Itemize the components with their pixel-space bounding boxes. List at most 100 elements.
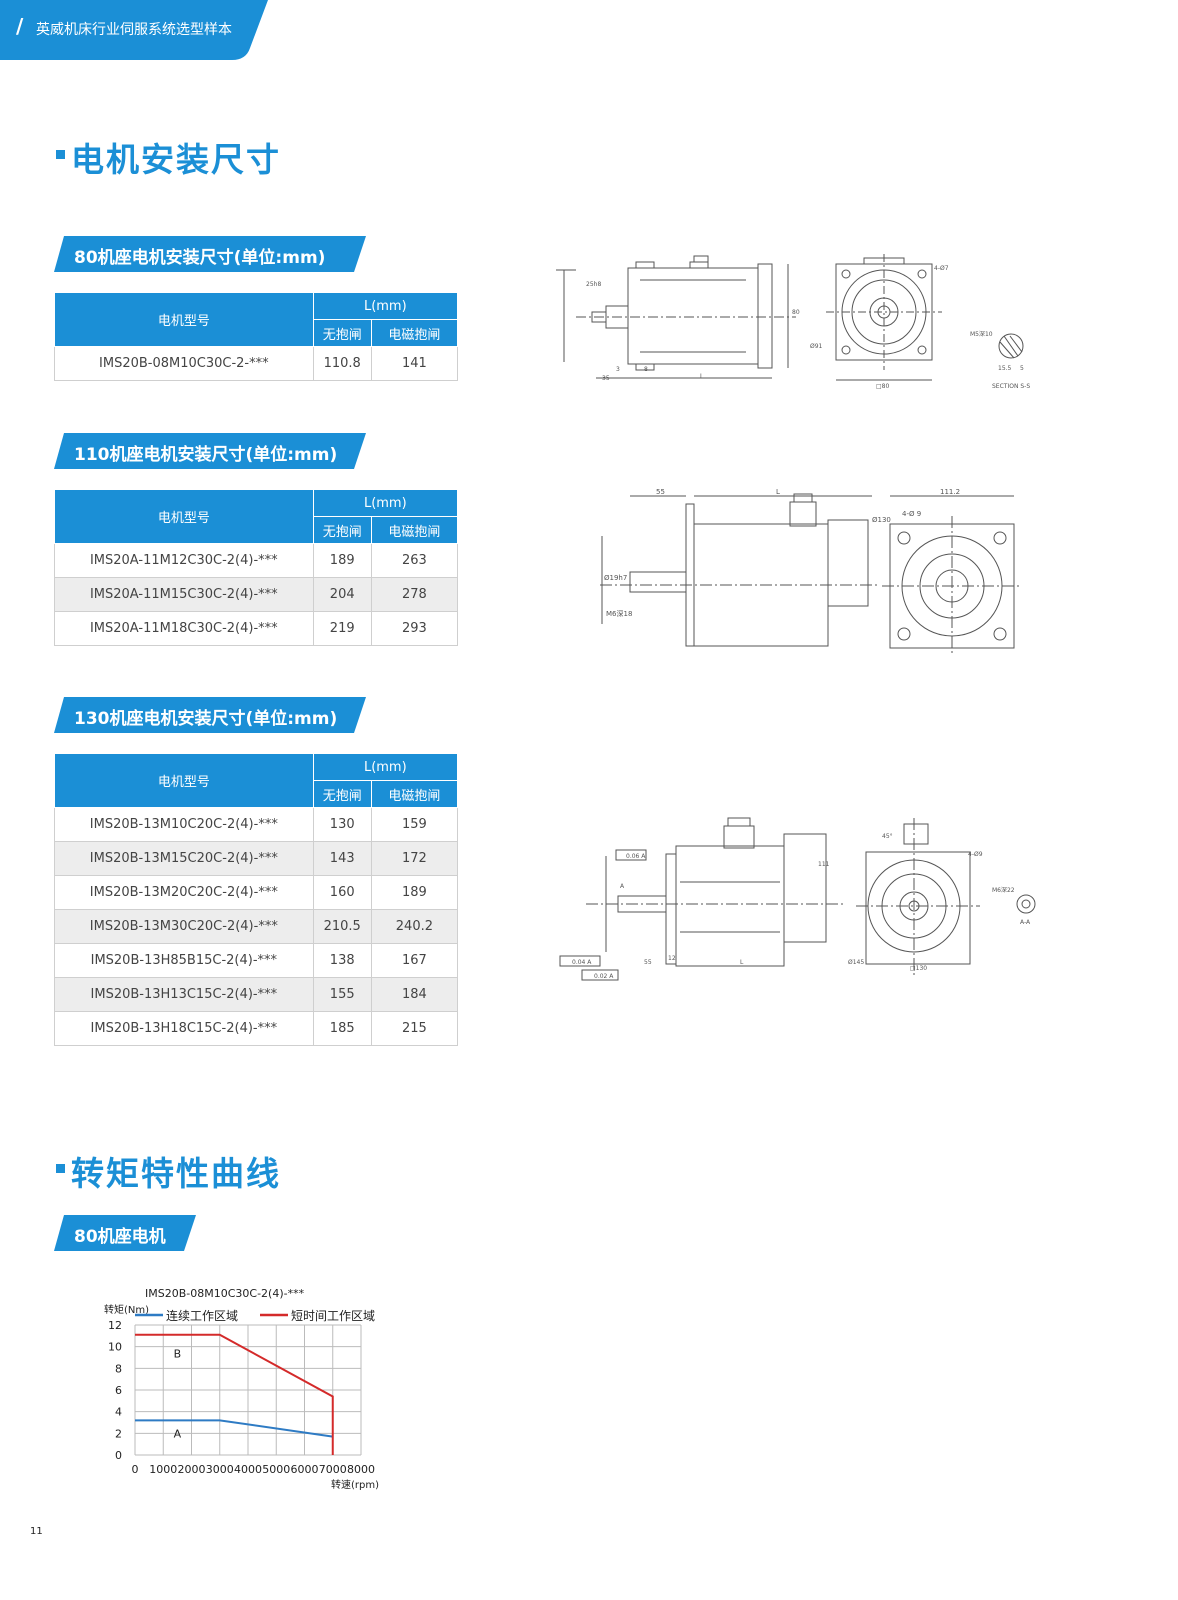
banner-torque-80 [54, 1215, 196, 1251]
cell-model: IMS20A-11M15C30C-2(4)-*** [54, 577, 314, 612]
y-tick-label: 8 [115, 1362, 122, 1375]
cell-model: IMS20A-11M18C30C-2(4)-*** [54, 611, 314, 646]
dim-label: □130 [910, 965, 927, 972]
table-80: 电机型号 L(mm) 无抱闸 电磁抱闸 IMS20B-08M10C30C-2-*… [54, 292, 459, 381]
cell-nobrake: 160 [312, 875, 372, 910]
dim-label: 0.06 A [626, 853, 646, 860]
banner-80-text: 80机座电机安装尺寸(单位:mm) [74, 248, 326, 268]
section-marker [56, 1164, 65, 1173]
col-header-nobrake: 无抱闸 [312, 516, 372, 544]
dim-label: □80 [876, 383, 889, 390]
section-title-torque: 转矩特性曲线 [71, 1154, 281, 1193]
cell-brake: 159 [370, 807, 459, 842]
table-row: IMS20B-13H85B15C-2(4)-*** 138 167 [54, 943, 459, 978]
cell-model: IMS20B-13M30C20C-2(4)-*** [54, 909, 314, 944]
dim-label: A [620, 883, 625, 890]
dim-label: Ø130 [872, 516, 891, 524]
banner-80 [54, 236, 366, 272]
dim-label: Ø91 [810, 343, 823, 350]
table-110: 电机型号 L(mm) 无抱闸 电磁抱闸 IMS20A-11M12C30C-2(4… [54, 489, 459, 646]
drawing-110-motor: 55 L 111.2 4-Ø 9 Ø130 Ø19h7 M6深18 [600, 488, 1022, 654]
cell-brake: 184 [370, 977, 459, 1012]
col-header-l: L(mm) [312, 753, 459, 781]
cell-nobrake: 130 [312, 807, 372, 842]
col-header-nobrake: 无抱闸 [312, 319, 372, 347]
y-tick-label: 10 [108, 1341, 122, 1354]
series-line-0 [135, 1419, 333, 1438]
dim-label: M5深10 [970, 330, 993, 338]
drawing-80-motor: 25h8 L 35 3 8 80 □80 4-Ø7 Ø91 M5深10 SECT… [556, 254, 1030, 390]
col-header-model: 电机型号 [54, 753, 314, 808]
table-row: IMS20A-11M12C30C-2(4)-*** 189 263 [54, 543, 459, 578]
cell-nobrake: 138 [312, 943, 372, 978]
chart-grid [134, 1324, 362, 1456]
x-tick-label: 6000 [291, 1463, 319, 1476]
table-row: IMS20A-11M18C30C-2(4)-*** 219 293 [54, 611, 459, 646]
x-tick-label: 8000 [347, 1463, 375, 1476]
y-tick-label: 12 [108, 1319, 122, 1332]
dim-label: 8 [644, 366, 648, 373]
cell-brake: 167 [370, 943, 459, 978]
col-header-model: 电机型号 [54, 489, 314, 544]
cell-brake: 189 [370, 875, 459, 910]
dim-label: Ø19h7 [604, 574, 627, 582]
cell-brake: 141 [370, 346, 459, 381]
dim-label: 111.2 [940, 488, 960, 496]
dim-label: 55 [656, 488, 665, 496]
header-slash: / [16, 14, 24, 38]
cell-model: IMS20B-13M20C20C-2(4)-*** [54, 875, 314, 910]
region-label: A [174, 1428, 182, 1441]
cell-brake: 263 [370, 543, 459, 578]
legend-label: 短时间工作区域 [291, 1309, 375, 1323]
y-tick-label: 6 [115, 1384, 122, 1397]
dim-label: 0.02 A [594, 973, 614, 980]
cell-brake: 172 [370, 841, 459, 876]
table-row: IMS20B-13M30C20C-2(4)-*** 210.5 240.2 [54, 909, 459, 944]
cell-brake: 215 [370, 1011, 459, 1046]
x-tick-label: 5000 [262, 1463, 290, 1476]
x-tick-label: 3000 [206, 1463, 234, 1476]
dim-label: 35 [602, 375, 610, 382]
dim-label: 4-Ø9 [968, 851, 983, 858]
dim-label: 15.5 [998, 365, 1012, 372]
cell-nobrake: 110.8 [312, 346, 372, 381]
table-row: IMS20B-13M20C20C-2(4)-*** 160 189 [54, 875, 459, 910]
cell-model: IMS20B-13H18C15C-2(4)-*** [54, 1011, 314, 1046]
dim-label: M6深22 [992, 886, 1015, 894]
x-tick-label: 0 [132, 1463, 139, 1476]
cell-nobrake: 219 [312, 611, 372, 646]
dim-label: 3 [616, 366, 620, 373]
cell-nobrake: 155 [312, 977, 372, 1012]
section-marker [56, 150, 65, 159]
dim-label: 45° [882, 833, 893, 840]
col-header-l: L(mm) [312, 292, 459, 320]
cell-model: IMS20B-13H13C15C-2(4)-*** [54, 977, 314, 1012]
cell-nobrake: 185 [312, 1011, 372, 1046]
banner-110-text: 110机座电机安装尺寸(单位:mm) [74, 445, 338, 465]
chart-ylabel: 转矩(Nm) [104, 1303, 149, 1316]
chart-title: IMS20B-08M10C30C-2(4)-*** [145, 1287, 305, 1300]
dim-label: 4-Ø 9 [902, 510, 921, 518]
table-row: IMS20A-11M15C30C-2(4)-*** 204 278 [54, 577, 459, 612]
table-130: 电机型号 L(mm) 无抱闸 电磁抱闸 IMS20B-13M10C20C-2(4… [54, 753, 459, 1046]
cell-brake: 240.2 [370, 909, 459, 944]
table-row: IMS20B-08M10C30C-2-*** 110.8 141 [54, 346, 459, 381]
legend-label: 连续工作区域 [166, 1308, 238, 1323]
banner-130-text: 130机座电机安装尺寸(单位:mm) [74, 709, 338, 729]
cell-nobrake: 143 [312, 841, 372, 876]
table-row: IMS20B-13H13C15C-2(4)-*** 155 184 [54, 977, 459, 1012]
col-header-model: 电机型号 [54, 292, 314, 347]
col-header-brake: 电磁抱闸 [370, 516, 459, 544]
cell-brake: 293 [370, 611, 459, 646]
table-row: IMS20B-13M15C20C-2(4)-*** 143 172 [54, 841, 459, 876]
dim-label: 80 [792, 309, 800, 316]
chart-legend: 连续工作区域 短时间工作区域 [135, 1308, 375, 1323]
x-tick-label: 2000 [178, 1463, 206, 1476]
table-row: IMS20B-13M10C20C-2(4)-*** 130 159 [54, 807, 459, 842]
cell-nobrake: 189 [312, 543, 372, 578]
cell-nobrake: 204 [312, 577, 372, 612]
table-row: IMS20B-13H18C15C-2(4)-*** 185 215 [54, 1011, 459, 1046]
x-tick-label: 4000 [234, 1463, 262, 1476]
